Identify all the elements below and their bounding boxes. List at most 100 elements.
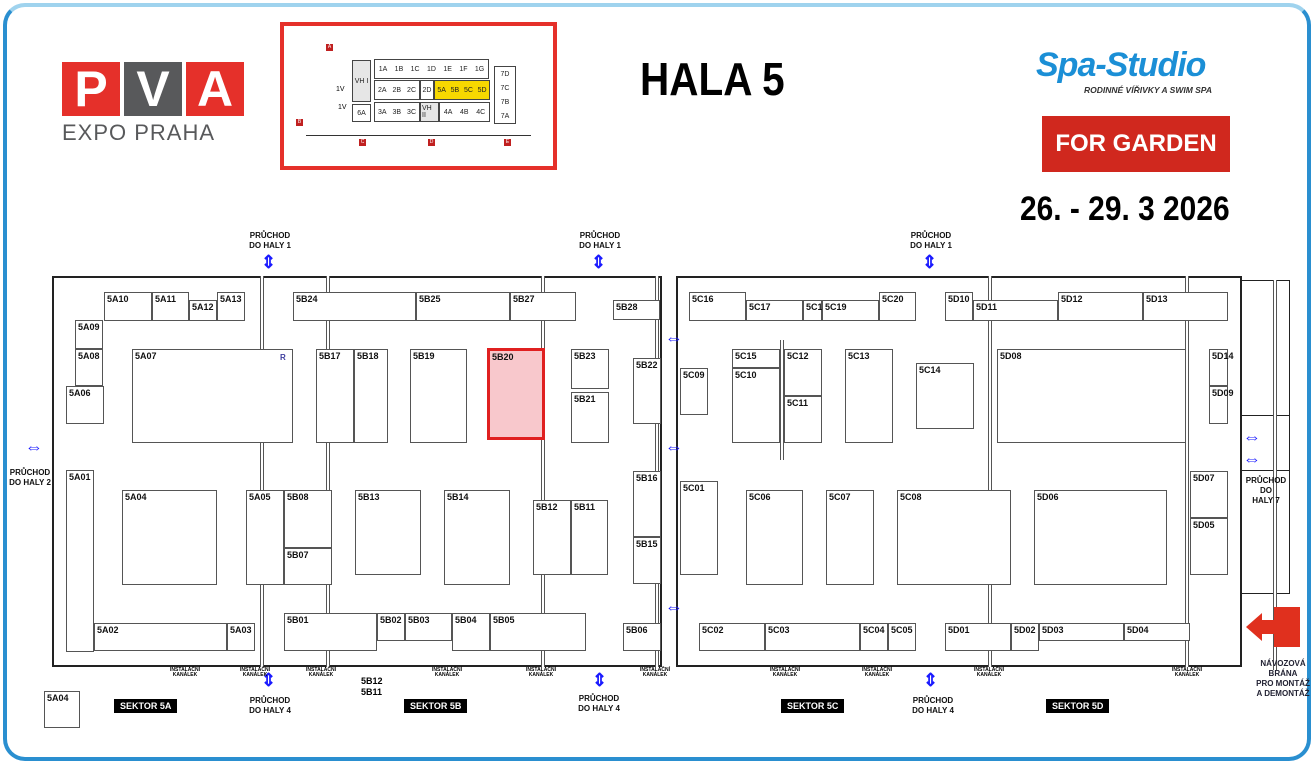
- booth[interactable]: 5C02: [699, 623, 765, 651]
- booth[interactable]: 5C11: [784, 396, 822, 443]
- booth[interactable]: 5A12: [189, 300, 217, 321]
- booth[interactable]: 5A01: [66, 470, 94, 652]
- booth[interactable]: 5B04: [452, 613, 490, 651]
- booth[interactable]: 5C04: [860, 623, 888, 651]
- booth[interactable]: 5B03: [405, 613, 452, 641]
- double-arrow-horizontal-icon[interactable]: ⇔: [665, 437, 683, 457]
- booth[interactable]: 5B11: [571, 500, 608, 575]
- booth[interactable]: 5D05: [1190, 518, 1228, 575]
- booth[interactable]: 5C16: [689, 292, 746, 321]
- pva-letter: P: [62, 62, 120, 116]
- booth[interactable]: 5D07: [1190, 471, 1228, 518]
- booth[interactable]: 5B24: [293, 292, 416, 321]
- booth[interactable]: 5C09: [680, 368, 708, 415]
- double-arrow-horizontal-icon[interactable]: ⇔: [1243, 449, 1261, 469]
- booth[interactable]: 5D06: [1034, 490, 1167, 585]
- booth[interactable]: 5C10: [732, 368, 780, 443]
- booth[interactable]: 5B19: [410, 349, 467, 443]
- booth[interactable]: 5C07: [826, 490, 874, 585]
- booth[interactable]: 5D01: [945, 623, 1011, 651]
- booth[interactable]: 5C20: [879, 292, 916, 321]
- booth[interactable]: 5B13: [355, 490, 421, 575]
- booth[interactable]: 5D14: [1209, 349, 1234, 386]
- booth[interactable]: 5C01: [680, 481, 718, 575]
- minimap-2d: 2D: [420, 80, 434, 100]
- booth[interactable]: 5C03: [765, 623, 860, 651]
- booth[interactable]: 5C06: [746, 490, 803, 585]
- booth[interactable]: 5B25: [416, 292, 510, 321]
- booth[interactable]: 5C17: [746, 300, 803, 321]
- booth[interactable]: 5A11: [152, 292, 189, 321]
- booth[interactable]: 5C08: [897, 490, 1011, 585]
- booth[interactable]: 5D08: [997, 349, 1186, 443]
- double-arrow-vertical-icon[interactable]: ⇕: [922, 252, 938, 272]
- booth[interactable]: 5B08: [284, 490, 332, 548]
- double-arrow-horizontal-icon[interactable]: ⇔: [25, 437, 43, 457]
- booth[interactable]: 5D12: [1058, 292, 1143, 321]
- booth[interactable]: 5D11: [973, 300, 1058, 321]
- booth[interactable]: 5A05: [246, 490, 284, 585]
- booth[interactable]: 5A08: [75, 349, 103, 386]
- minimap-1v: 1V: [336, 86, 345, 93]
- booth[interactable]: 5A09: [75, 320, 103, 349]
- gate-b-marker: B: [296, 119, 303, 126]
- booth[interactable]: 5D03: [1039, 623, 1124, 641]
- double-arrow-vertical-icon[interactable]: ⇕: [592, 670, 608, 690]
- booth[interactable]: 5C18: [803, 300, 828, 321]
- for-garden-logo: FOR GARDEN: [1042, 116, 1230, 172]
- booth[interactable]: 5D09: [1209, 386, 1234, 424]
- booth[interactable]: 5B14: [444, 490, 510, 585]
- booth[interactable]: 5B12: [533, 500, 571, 575]
- booth[interactable]: 5B23: [571, 349, 609, 389]
- booth-selected[interactable]: 5B20: [487, 348, 545, 440]
- booth[interactable]: 5B06: [623, 623, 661, 651]
- booth[interactable]: 5B22: [633, 358, 661, 424]
- booth[interactable]: 5A07: [132, 349, 293, 443]
- booth[interactable]: 5B05: [490, 613, 586, 651]
- booth[interactable]: 5A10: [104, 292, 152, 321]
- pva-letter: V: [124, 62, 182, 116]
- pva-letter: A: [186, 62, 244, 116]
- booth[interactable]: 5A02: [94, 623, 227, 651]
- double-arrow-horizontal-icon[interactable]: ⇔: [1243, 427, 1261, 447]
- booth[interactable]: 5B21: [571, 392, 609, 443]
- double-arrow-horizontal-icon[interactable]: ⇔: [665, 328, 683, 348]
- booth[interactable]: 5B15: [633, 537, 661, 584]
- double-arrow-vertical-icon[interactable]: ⇕: [261, 670, 277, 690]
- double-arrow-vertical-icon[interactable]: ⇕: [261, 252, 277, 272]
- booth[interactable]: 5C15: [732, 349, 780, 368]
- booth[interactable]: 5B16: [633, 471, 661, 537]
- booth[interactable]: 5C12: [784, 349, 822, 396]
- booth[interactable]: 5A06: [66, 386, 104, 424]
- booth[interactable]: 5C13: [845, 349, 893, 443]
- booth[interactable]: 5B18: [354, 349, 388, 443]
- booth[interactable]: 5B01: [284, 613, 377, 651]
- booth[interactable]: 5B17: [316, 349, 354, 443]
- double-arrow-horizontal-icon[interactable]: ⇔: [665, 597, 683, 617]
- booth[interactable]: 5C05: [888, 623, 916, 651]
- booth[interactable]: 5B27: [510, 292, 576, 321]
- double-arrow-vertical-icon[interactable]: ⇕: [923, 670, 939, 690]
- booth[interactable]: 5D13: [1143, 292, 1228, 321]
- booth[interactable]: 5A04: [122, 490, 217, 585]
- booth[interactable]: 5A13: [217, 292, 245, 321]
- booth[interactable]: 5D10: [945, 292, 973, 321]
- booth[interactable]: 5C14: [916, 363, 974, 429]
- double-arrow-vertical-icon[interactable]: ⇕: [591, 252, 607, 272]
- booth[interactable]: 5B07: [284, 548, 332, 585]
- booth-5a04-legend[interactable]: 5A04: [44, 691, 80, 728]
- booth[interactable]: 5C19: [822, 300, 879, 321]
- booth[interactable]: 5D02: [1011, 623, 1039, 651]
- booth[interactable]: 5B02: [377, 613, 405, 641]
- booth[interactable]: 5B28: [613, 300, 660, 320]
- booth[interactable]: 5A03: [227, 623, 255, 651]
- spa-studio-logo: Spa-Studio RODINNÉ VÍŘIVKY A SWIM SPA: [1036, 46, 1246, 95]
- booth[interactable]: 5D04: [1124, 623, 1190, 641]
